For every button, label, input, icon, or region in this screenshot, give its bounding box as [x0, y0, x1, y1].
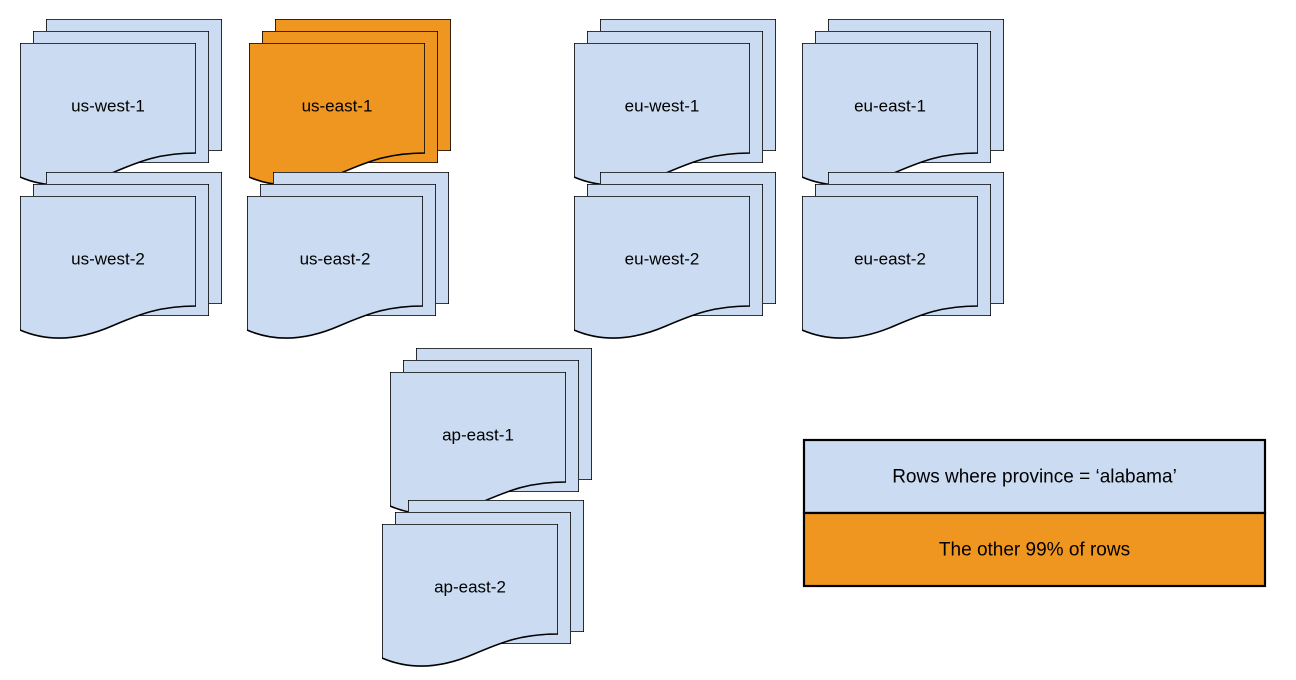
- legend-swatch-orange: [802, 511, 1267, 588]
- stack-label-eu-west-2: eu-west-2: [625, 249, 700, 268]
- stack-label-eu-east-1: eu-east-1: [854, 96, 926, 115]
- legend-text-legend-blue: Rows where province = ‘alabama’: [892, 467, 1177, 488]
- legend-group: Rows where province = ‘alabama’ The other…: [802, 438, 1267, 588]
- document-stack-eu-east-1[interactable]: eu-east-1: [802, 19, 1004, 186]
- document-stack-us-west-2[interactable]: us-west-2: [20, 172, 222, 339]
- document-stack-us-east-2[interactable]: us-east-2: [247, 172, 449, 339]
- stack-label-us-east-1: us-east-1: [302, 96, 373, 115]
- document-stack-us-west-1[interactable]: us-west-1: [20, 19, 222, 186]
- legend-swatch-blue: [802, 438, 1267, 515]
- stack-label-us-west-1: us-west-1: [71, 96, 145, 115]
- document-stack-eu-east-2[interactable]: eu-east-2: [802, 172, 1004, 339]
- document-stack-eu-west-2[interactable]: eu-west-2: [574, 172, 776, 339]
- stack-label-us-west-2: us-west-2: [71, 249, 145, 268]
- document-stack-ap-east-2[interactable]: ap-east-2: [382, 500, 584, 667]
- stacks-layer: us-west-1 us-east-1 eu-west-1 eu-east-1 us-w…: [20, 19, 1004, 667]
- stack-label-ap-east-2: ap-east-2: [434, 577, 506, 596]
- document-stack-us-east-1[interactable]: us-east-1: [249, 19, 451, 186]
- stack-label-us-east-2: us-east-2: [300, 249, 371, 268]
- legend-row-legend-orange: The other 99% of rows: [802, 511, 1267, 588]
- stack-label-eu-east-2: eu-east-2: [854, 249, 926, 268]
- legend-text-legend-orange: The other 99% of rows: [939, 540, 1130, 561]
- document-stack-ap-east-1[interactable]: ap-east-1: [390, 348, 592, 515]
- stack-label-eu-west-1: eu-west-1: [625, 96, 700, 115]
- document-stack-eu-west-1[interactable]: eu-west-1: [574, 19, 776, 186]
- stack-label-ap-east-1: ap-east-1: [442, 425, 514, 444]
- legend-row-legend-blue: Rows where province = ‘alabama’: [802, 438, 1267, 515]
